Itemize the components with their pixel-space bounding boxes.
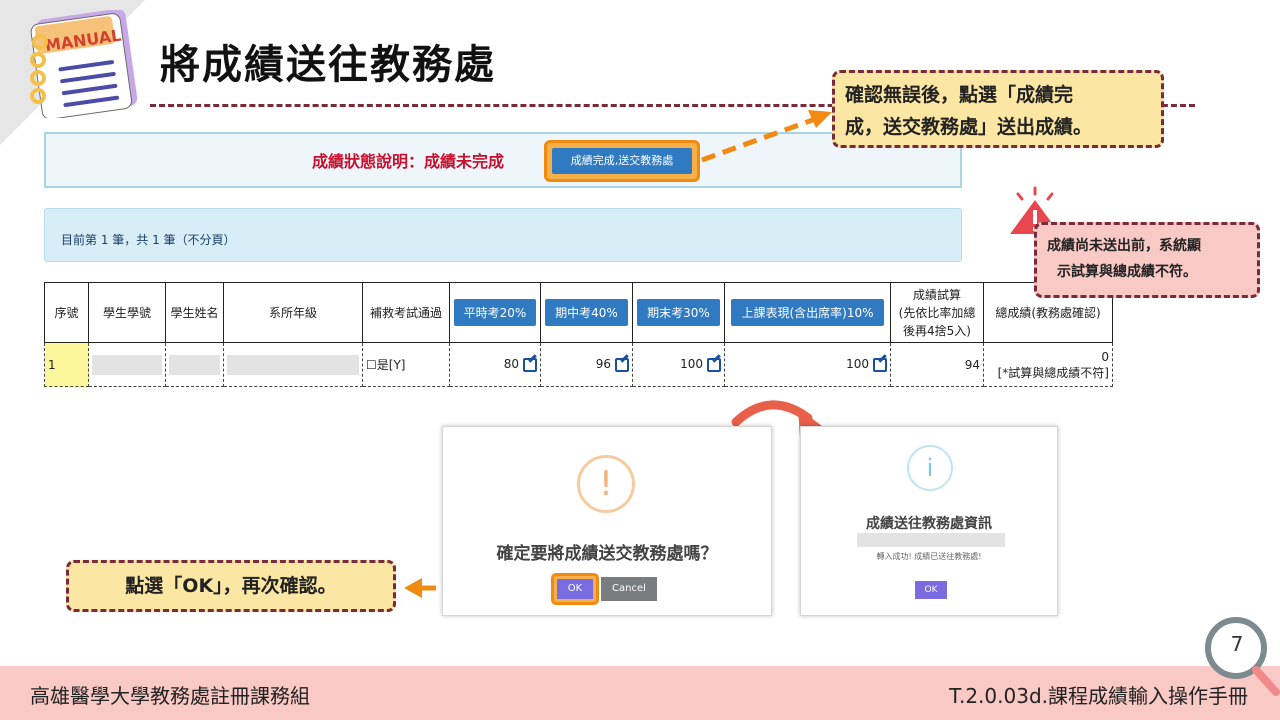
header-final[interactable]: 期末考30%	[632, 282, 725, 343]
header-student-id: 學生學號	[88, 282, 166, 343]
status-label: 成績狀態說明：成績未完成	[312, 152, 505, 171]
header-attendance[interactable]: 上課表現(含出席率)10%	[724, 282, 891, 343]
page-title: 將成績送往教務處	[160, 42, 496, 88]
total-value: 0	[1101, 349, 1109, 364]
header-makeup: 補救考試通過	[362, 282, 450, 343]
cell-total: 0[*試算與總成績不符]	[983, 342, 1113, 387]
redacted-bar	[169, 354, 220, 375]
cell-student-name	[165, 342, 224, 387]
header-dept: 系所年級	[223, 282, 363, 343]
info-title: 成績送往教務處資訊	[866, 516, 992, 532]
cell-regular: 80	[449, 342, 541, 387]
info-dialog: i 成績送往教務處資訊 轉入成功! 成績已送往教務處! OK	[800, 426, 1058, 616]
score-attendance: 100	[846, 357, 869, 372]
page-number: 7	[1230, 632, 1244, 656]
records-info-panel: 目前第 1 筆，共 1 筆（不分頁）	[44, 208, 962, 262]
header-regular[interactable]: 平時考20%	[449, 282, 541, 343]
header-midterm[interactable]: 期中考40%	[540, 282, 633, 343]
confirm-dialog: ! 確定要將成績送交教務處嗎？ OK Cancel	[442, 426, 772, 616]
redacted-bar	[92, 354, 162, 375]
records-count: 目前第 1 筆，共 1 筆（不分頁）	[61, 233, 236, 247]
edit-icon[interactable]	[707, 357, 721, 372]
magnifier-icon	[1205, 617, 1280, 696]
confirm-callout-line2: 成，送交教務處」送出成績。	[845, 116, 1093, 138]
sort-attendance-button[interactable]: 上課表現(含出席率)10%	[731, 299, 884, 326]
ok-button-highlight: OK	[551, 573, 599, 605]
score-regular: 80	[503, 357, 519, 372]
score-final: 100	[680, 357, 703, 372]
cell-attendance: 100	[724, 342, 891, 387]
footer-organization: 高雄醫學大學教務處註冊課務組	[30, 684, 310, 708]
confirm-callout: 確認無誤後，點選「成績完 成，送交教務處」送出成績。	[832, 70, 1164, 148]
footer: 高雄醫學大學教務處註冊課務組 T.2.0.03d.課程成績輸入操作手冊	[0, 666, 1280, 720]
cell-trial: 94	[890, 342, 984, 387]
header-trial: 成績試算 (先依比率加總 後再4捨5入)	[890, 282, 984, 343]
warning-callout: 成績尚未送出前，系統顯 示試算與總成績不符。	[1034, 222, 1260, 298]
info-message: 轉入成功! 成績已送往教務處!	[876, 552, 982, 561]
total-note: [*試算與總成績不符]	[997, 365, 1109, 380]
title-divider	[150, 104, 1195, 107]
exclamation-icon: !	[577, 455, 635, 513]
footer-document-title: T.2.0.03d.課程成績輸入操作手冊	[949, 684, 1248, 708]
sort-midterm-button[interactable]: 期中考40%	[545, 299, 628, 326]
cell-seq: 1	[44, 342, 89, 387]
grades-table: 序號 學生學號 學生姓名 系所年級 補救考試通過 平時考20% 期中考40% 期…	[44, 282, 1113, 387]
confirm-ok-button[interactable]: OK	[557, 579, 593, 599]
table-row: 1 ☐是[Y] 80 96 100 100 94 0[*試算與總成績不符]	[44, 342, 1113, 387]
cell-midterm: 96	[540, 342, 633, 387]
cell-final: 100	[632, 342, 725, 387]
warning-callout-line2: 示試算與總成績不符。	[1057, 264, 1197, 280]
redacted-bar	[227, 354, 359, 375]
table-header-row: 序號 學生學號 學生姓名 系所年級 補救考試通過 平時考20% 期中考40% 期…	[44, 282, 1113, 343]
edit-icon[interactable]	[615, 357, 629, 372]
finish-and-submit-button[interactable]: 成績完成,送交教務處	[552, 148, 692, 174]
info-ok-button[interactable]: OK	[915, 581, 947, 599]
sort-regular-button[interactable]: 平時考20%	[453, 299, 537, 326]
confirm-question: 確定要將成績送交教務處嗎？	[496, 544, 718, 564]
ok-callout: 點選「OK」，再次確認。	[66, 560, 396, 612]
confirm-callout-line1: 確認無誤後，點選「成績完	[845, 84, 1074, 106]
finish-button-highlight: 成績完成,送交教務處	[544, 140, 700, 182]
confirm-cancel-button[interactable]: Cancel	[601, 577, 657, 601]
info-icon: i	[907, 445, 953, 491]
cell-makeup-checkbox[interactable]: ☐是[Y]	[362, 342, 450, 387]
warning-callout-line1: 成績尚未送出前，系統顯	[1047, 238, 1201, 254]
cell-student-id	[88, 342, 166, 387]
header-student-name: 學生姓名	[165, 282, 224, 343]
header-seq: 序號	[44, 282, 89, 343]
cell-dept	[223, 342, 363, 387]
sort-final-button[interactable]: 期末考30%	[637, 299, 720, 326]
edit-icon[interactable]	[523, 357, 537, 372]
score-midterm: 96	[595, 357, 611, 372]
edit-icon[interactable]	[873, 357, 887, 372]
manual-notebook-icon: MANUAL	[30, 10, 138, 118]
redacted-bar	[857, 533, 1005, 547]
